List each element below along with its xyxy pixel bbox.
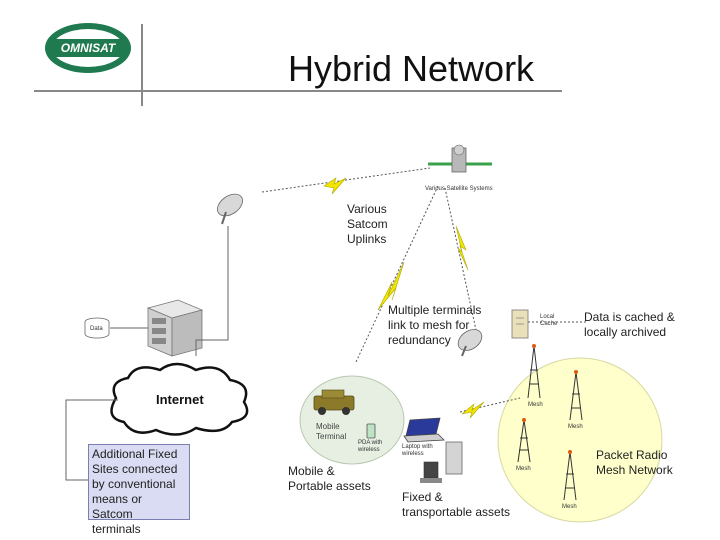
mesh-tower-icon — [517, 418, 531, 463]
satellite-dish-icon — [457, 329, 483, 357]
additional-fixed-sites-box: Additional Fixed Sites connected by conv… — [88, 444, 190, 536]
fixed-transportable-label: Fixed & transportable assets — [402, 490, 511, 519]
addl-link — [65, 399, 118, 481]
satellite-systems-label: Various Satellite Systems — [425, 186, 493, 192]
mesh-label: Mesh — [516, 466, 531, 472]
local-cache-label: Local Cache — [540, 314, 558, 327]
omnisat-logo: OMNISAT — [45, 23, 131, 73]
data-label: Data — [90, 326, 103, 332]
server-link — [195, 226, 229, 356]
mesh-label: Mesh — [528, 402, 543, 408]
internet-label: Internet — [156, 392, 204, 407]
mobile-terminal-label: Mobile Terminal — [316, 422, 347, 441]
vehicle-icon — [313, 389, 355, 415]
lightning-icon — [461, 401, 485, 419]
mesh-tower-icon — [563, 450, 577, 501]
multiple-terminals-label: Multiple terminals link to mesh for redu… — [388, 303, 482, 347]
lightning-icon — [323, 177, 347, 195]
data-cached-label: Data is cached & locally archived — [584, 310, 675, 339]
lightning-icon — [455, 225, 469, 271]
pda-icon — [366, 423, 376, 439]
mesh-label: Mesh — [568, 424, 583, 430]
mobile-portable-label: Mobile & Portable assets — [288, 464, 371, 493]
satellite-icon — [428, 144, 492, 173]
satcom-uplinks-label: Various Satcom Uplinks — [347, 202, 388, 246]
mesh-label: Mesh — [562, 504, 577, 510]
mesh-tower-icon — [527, 344, 541, 399]
logo-text: OMNISAT — [61, 41, 117, 55]
data-cylinder-icon — [84, 317, 110, 339]
desktop-computer-icon — [420, 441, 463, 483]
header-rule — [34, 90, 562, 92]
packet-radio-label: Packet Radio Mesh Network — [596, 448, 673, 477]
uplink-mid-dots — [355, 185, 439, 363]
laptop-label: Laptop with wireless — [402, 444, 433, 457]
local-cache-icon — [511, 309, 529, 339]
lightning-icon — [377, 261, 405, 311]
header-divider — [141, 24, 143, 106]
mesh-area — [497, 357, 663, 523]
page-title: Hybrid Network — [288, 48, 535, 89]
mobile-area — [299, 375, 405, 465]
uplink-left-dots — [261, 167, 431, 193]
internet-cloud — [110, 362, 249, 436]
uplink-right-dots — [444, 187, 477, 331]
server-icon — [146, 299, 204, 357]
satellite-dish-icon — [217, 193, 243, 225]
mesh-tower-icon — [569, 370, 583, 421]
pda-label: PDA with wireless — [358, 440, 383, 453]
laptop-icon — [403, 417, 445, 443]
